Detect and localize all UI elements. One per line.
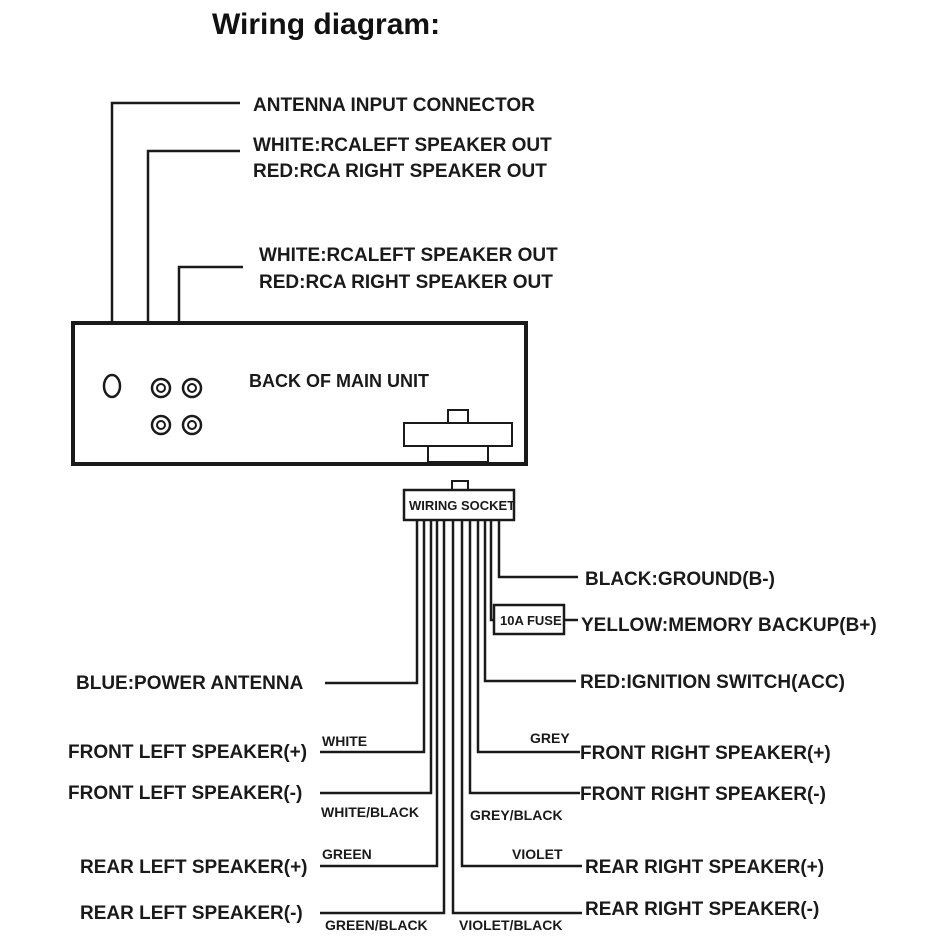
wire-white [320,520,426,754]
rca2-red-label: RED:RCA RIGHT SPEAKER OUT [259,272,553,293]
wire-color-violet: VIOLET [512,846,563,862]
diagram-title: Wiring diagram: [212,8,440,41]
label-rear-left-neg: REAR LEFT SPEAKER(-) [80,903,303,924]
wiring-socket-box [402,488,516,522]
wire-white-black [320,520,433,795]
rca-jack-icon [181,377,203,399]
wire-color-grey: GREY [530,730,570,746]
label-front-left-neg: FRONT LEFT SPEAKER(-) [68,783,302,804]
wire-violet-black [451,520,582,915]
wire-grey [476,520,580,754]
label-ground: BLACK:GROUND(B-) [585,569,775,590]
label-rear-right-neg: REAR RIGHT SPEAKER(-) [585,899,819,920]
label-front-right-pos: FRONT RIGHT SPEAKER(+) [580,743,831,764]
main-unit-label: BACK OF MAIN UNIT [249,371,429,391]
wire-bundle [320,520,582,915]
rca1-white-label: WHITE:RCALEFT SPEAKER OUT [253,135,552,156]
wire-black [497,520,578,579]
wire-color-white-black: WHITE/BLACK [321,804,419,820]
wire-green-black [320,520,446,915]
wire-blue [325,520,419,685]
label-ignition: RED:IGNITION SWITCH(ACC) [580,672,845,693]
rca2-white-label: WHITE:RCALEFT SPEAKER OUT [259,245,558,266]
wire-color-grey-black: GREY/BLACK [470,807,563,823]
rca-jack-icon [150,414,172,436]
label-rear-right-pos: REAR RIGHT SPEAKER(+) [585,857,824,878]
rca-jack-icon [150,377,172,399]
wiring-socket-label: WIRING SOCKET [409,498,515,513]
fuse-box [492,603,566,636]
antenna-leader [110,101,240,380]
label-rear-left-pos: REAR LEFT SPEAKER(+) [80,857,308,878]
wire-color-white: WHITE [322,733,367,749]
wire-color-green-black: GREEN/BLACK [325,917,428,933]
label-front-left-pos: FRONT LEFT SPEAKER(+) [68,742,307,763]
rca1-red-label: RED:RCA RIGHT SPEAKER OUT [253,161,547,182]
wire-grey-black [468,520,580,795]
antenna-jack-icon [102,373,122,399]
rca-jack-icon [181,414,203,436]
label-memory-backup: YELLOW:MEMORY BACKUP(B+) [581,615,877,636]
label-front-right-neg: FRONT RIGHT SPEAKER(-) [580,784,826,805]
fuse-label: 10A FUSE [500,613,562,628]
antenna-label: ANTENNA INPUT CONNECTOR [253,95,535,116]
label-power-antenna: BLUE:POWER ANTENNA [76,673,304,694]
wire-color-violet-black: VIOLET/BLACK [459,917,562,933]
wire-color-green: GREEN [322,846,372,862]
wire-green [320,520,439,868]
wire-red [483,520,576,683]
wire-violet [460,520,582,868]
unit-socket-connector-icon [403,409,513,463]
